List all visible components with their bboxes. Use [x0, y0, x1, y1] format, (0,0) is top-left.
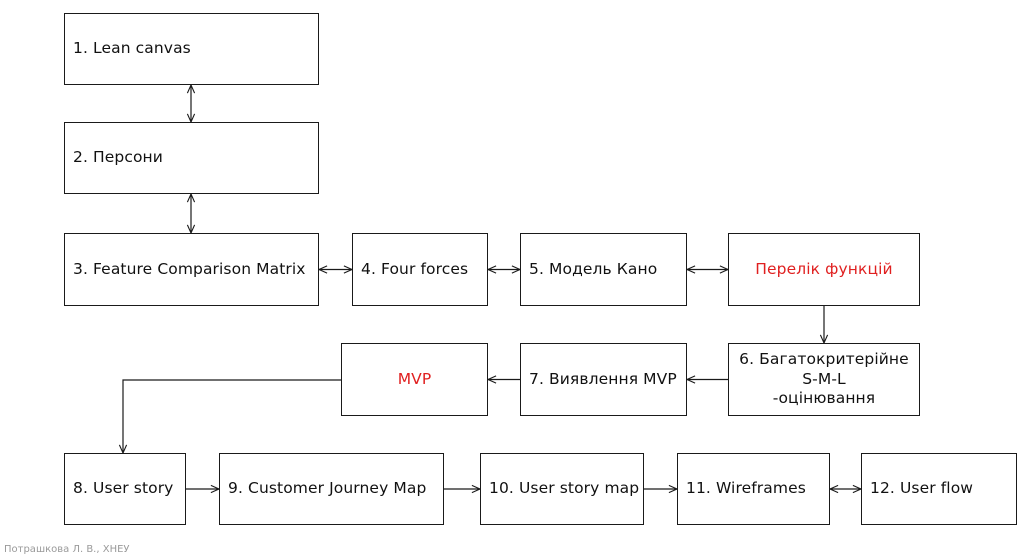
node-label: 3. Feature Comparison Matrix: [73, 259, 306, 278]
node-sml-evaluation: 6. Багатокритерійне S-M-L -оцінювання: [728, 343, 920, 416]
node-customer-journey-map: 9. Customer Journey Map: [219, 453, 444, 525]
node-user-story-map: 10. User story map: [480, 453, 644, 525]
connector-nm-n8: [123, 379, 341, 453]
node-feature-list: Перелік функцій: [728, 233, 920, 306]
node-user-flow: 12. User flow: [861, 453, 1017, 525]
node-label: 2. Персони: [73, 148, 163, 167]
node-mvp: MVP: [341, 343, 488, 416]
node-user-story: 8. User story: [64, 453, 186, 525]
node-mvp-identification: 7. Виявлення MVP: [520, 343, 687, 416]
node-label: 10. User story map: [489, 479, 640, 498]
node-label: 11. Wireframes: [686, 479, 806, 498]
node-wireframes: 11. Wireframes: [677, 453, 830, 525]
node-label: 12. User flow: [870, 479, 974, 498]
node-label: 5. Модель Кано: [529, 259, 658, 278]
node-four-forces: 4. Four forces: [352, 233, 488, 306]
node-label: 9. Customer Journey Map: [228, 479, 427, 498]
node-lean-canvas: 1. Lean canvas: [64, 13, 319, 85]
node-label: 7. Виявлення MVP: [529, 369, 677, 388]
node-label: 1. Lean canvas: [73, 39, 191, 58]
node-label: MVP: [397, 369, 432, 388]
node-kano-model: 5. Модель Кано: [520, 233, 687, 306]
node-feature-comparison-matrix: 3. Feature Comparison Matrix: [64, 233, 319, 306]
node-label: 6. Багатокритерійне S-M-L -оцінювання: [739, 350, 909, 408]
author-credit: Потрашкова Л. В., ХНЕУ: [4, 544, 130, 555]
node-personas: 2. Персони: [64, 122, 319, 194]
node-label: 4. Four forces: [361, 259, 469, 278]
node-label: 8. User story: [73, 479, 174, 498]
node-label: Перелік функцій: [755, 259, 893, 278]
